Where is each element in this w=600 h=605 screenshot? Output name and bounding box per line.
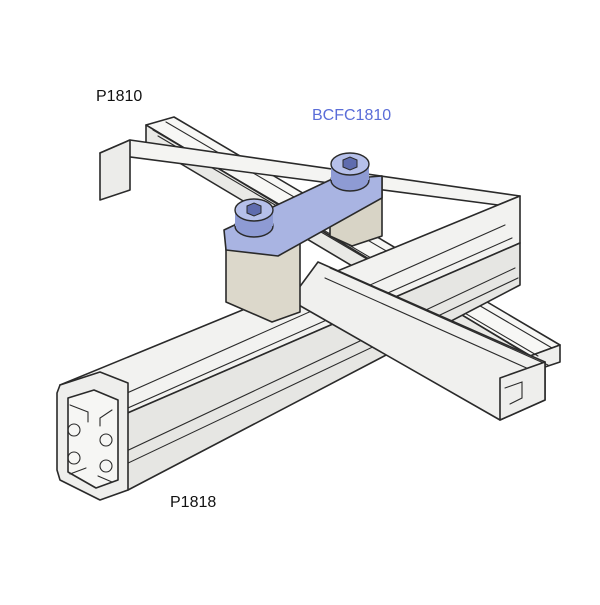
lower-profile-end-face xyxy=(56,371,129,501)
lower-profile-label: P1818 xyxy=(170,494,217,511)
upper-profile-label: P1810 xyxy=(96,88,143,105)
upper-profile-front-section xyxy=(289,261,549,421)
clamp-bcfc1810 xyxy=(223,152,383,323)
clamp-label: BCFC1810 xyxy=(312,107,392,124)
bolt-icon xyxy=(234,198,274,238)
bolt-icon xyxy=(330,152,370,192)
